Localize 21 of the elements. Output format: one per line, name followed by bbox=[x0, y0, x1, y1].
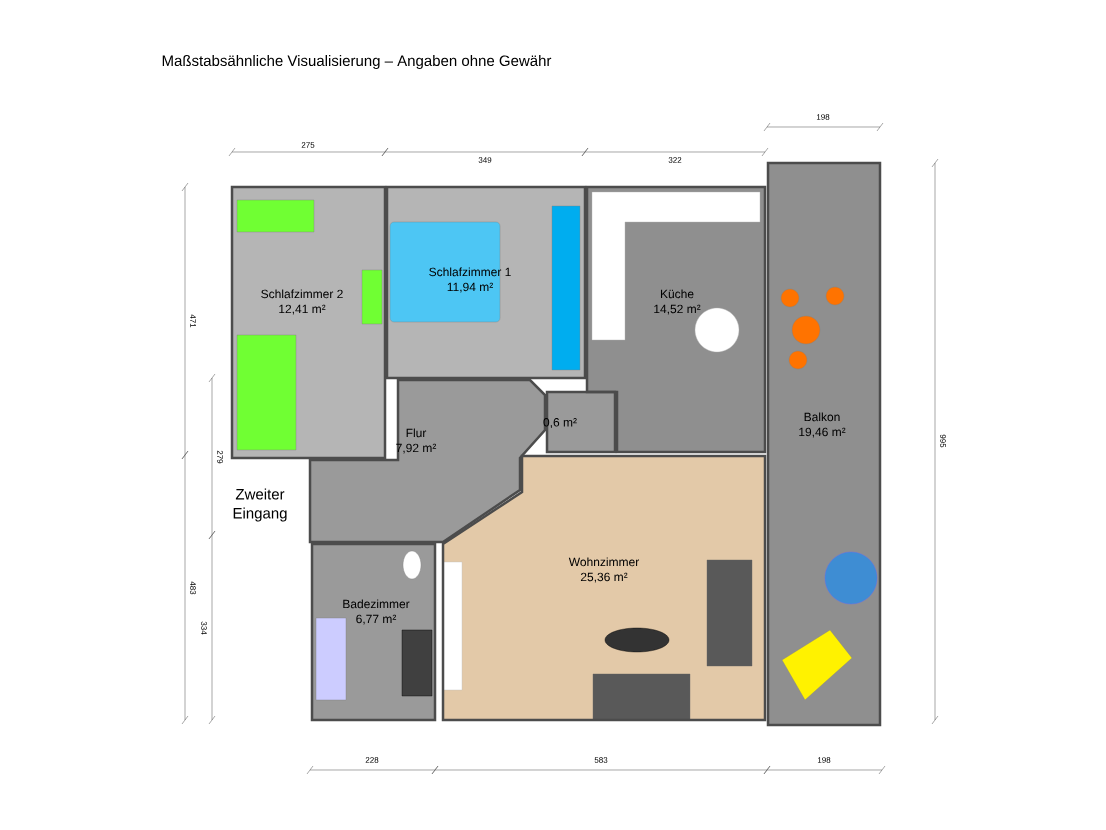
dimension-label: 334 bbox=[201, 621, 207, 635]
room: Schlafzimmer 2 12,41 m² bbox=[230, 185, 387, 460]
room: Küche 14,52 m² bbox=[585, 185, 767, 454]
entrance-label: Zweiter Eingang bbox=[233, 488, 287, 522]
room: Wohnzimmer 25,36 m² bbox=[441, 454, 767, 722]
dimension-label: 275 bbox=[301, 142, 315, 148]
room: 0,6 m² bbox=[543, 390, 617, 454]
dimension-label: 995 bbox=[940, 434, 946, 448]
dimension-label: 583 bbox=[594, 757, 608, 763]
room: Badezimmer 6,77 m² bbox=[310, 542, 437, 722]
dimension-label: 198 bbox=[816, 114, 830, 120]
dimension-label: 471 bbox=[190, 314, 196, 328]
dimension-label: 322 bbox=[668, 157, 682, 163]
room: Balkon 19,46 m² bbox=[766, 161, 882, 727]
title: Maßstabsähnliche Visualisierung – Angaben ohne Gewähr bbox=[162, 55, 552, 69]
room: Schlafzimmer 1 11,94 m² bbox=[385, 185, 587, 380]
dimension-label: 198 bbox=[817, 757, 831, 763]
dimension-label: 349 bbox=[478, 157, 492, 163]
dimension-label: 483 bbox=[190, 581, 196, 595]
dimension-label: 279 bbox=[217, 450, 223, 464]
dimension-label: 228 bbox=[365, 757, 379, 763]
